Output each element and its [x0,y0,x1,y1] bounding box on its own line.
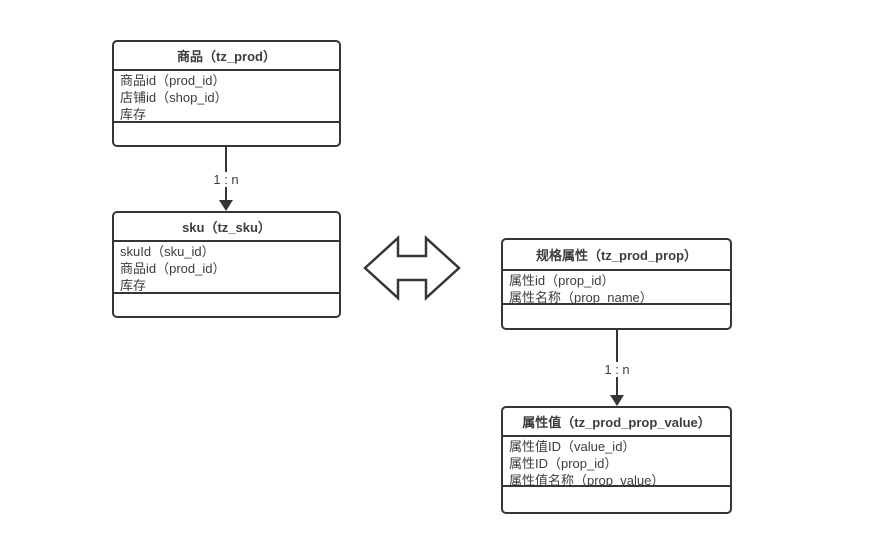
connector-prod-sku-label: 1 : n [210,172,242,187]
entity-sku-title: sku（tz_sku） [182,220,271,235]
entity-prop-value-footer-empty [503,485,730,512]
entity-prod-footer-empty [114,121,339,145]
entity-prop-value: 属性值（tz_prod_prop_value） 属性值ID（value_id） … [501,406,732,514]
field-prod-id: 商品id（prod_id） [120,261,226,276]
entity-prod-prop-footer-empty [503,303,730,328]
field-prop-name: 属性名称（prop_name） [509,290,653,303]
entity-prod: 商品（tz_prod） 商品id（prod_id） 店铺id（shop_id） … [112,40,341,147]
field-stock: 库存 [120,107,147,121]
entity-prod-prop-fields: 属性id（prop_id） 属性名称（prop_name） [503,269,730,303]
entity-prod-prop: 规格属性（tz_prod_prop） 属性id（prop_id） 属性名称（pr… [501,238,732,330]
connector-prod-sku-arrowhead-icon [219,200,233,211]
entity-prod-prop-title: 规格属性（tz_prod_prop） [535,248,698,263]
field-prop-value: 属性值名称（prop_value） [509,473,665,485]
field-sku-id: skuId（sku_id） [120,244,215,259]
entity-sku: sku（tz_sku） skuId（sku_id） 商品id（prod_id） … [112,211,341,318]
entity-prod-title: 商品（tz_prod） [177,49,276,64]
field-stock: 库存 [120,278,147,292]
entity-prop-value-title: 属性值（tz_prod_prop_value） [522,415,711,430]
field-prod-id: 商品id（prod_id） [120,73,226,88]
field-prop-id: 属性ID（prop_id） [509,456,618,471]
entity-sku-footer-empty [114,292,339,316]
field-shop-id: 店铺id（shop_id） [120,90,228,105]
connector-prop-value-arrowhead-icon [610,395,624,406]
entity-prod-fields: 商品id（prod_id） 店铺id（shop_id） 库存 [114,69,339,121]
entity-sku-fields: skuId（sku_id） 商品id（prod_id） 库存 [114,240,339,292]
field-value-id: 属性值ID（value_id） [509,439,636,454]
relation-double-arrow-icon [363,235,461,301]
field-prop-id: 属性id（prop_id） [509,273,615,288]
entity-prop-value-fields: 属性值ID（value_id） 属性ID（prop_id） 属性值名称（prop… [503,435,730,485]
connector-prop-value-label: 1 : n [601,362,633,377]
